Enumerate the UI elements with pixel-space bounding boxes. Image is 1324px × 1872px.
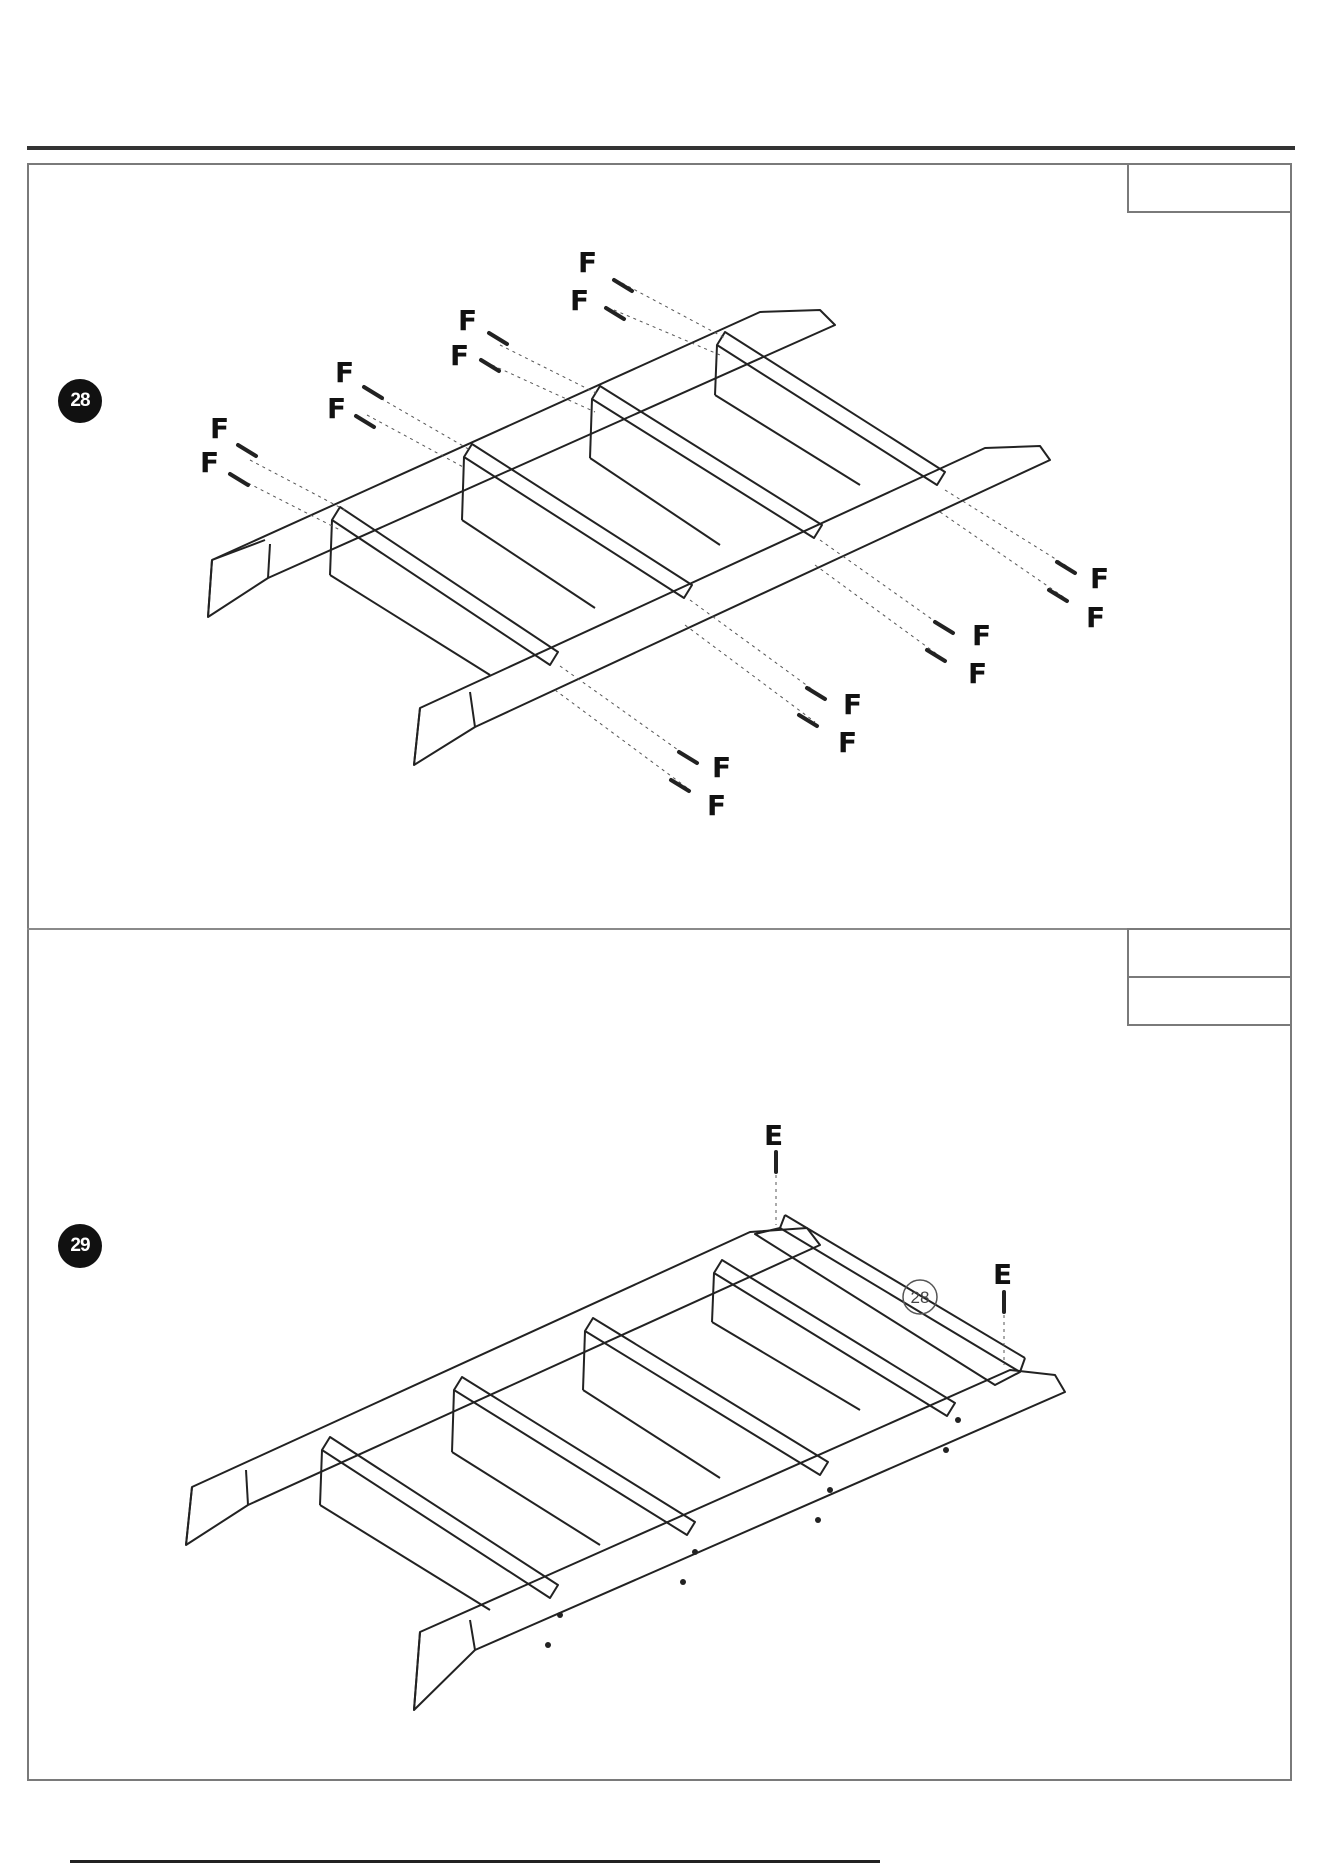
rungs-step-29 xyxy=(320,1260,955,1610)
label-f: F xyxy=(1086,601,1105,634)
label-e: E xyxy=(764,1119,783,1152)
hardware-labels-step-29: E E xyxy=(764,1119,1012,1291)
label-f: F xyxy=(458,304,477,337)
label-f: F xyxy=(712,751,731,784)
rungs-step-28 xyxy=(330,332,945,675)
label-f: F xyxy=(335,356,354,389)
front-rail-29 xyxy=(414,1370,1065,1710)
hardware-labels-step-28: F F F F F F F F F F F F F F F F xyxy=(200,246,1109,822)
label-f: F xyxy=(210,412,229,445)
label-f: F xyxy=(1090,562,1109,595)
label-e: E xyxy=(993,1258,1012,1291)
label-f: F xyxy=(968,657,987,690)
label-f: F xyxy=(200,446,219,479)
label-f: F xyxy=(578,246,597,279)
label-f: F xyxy=(972,619,991,652)
label-f: F xyxy=(838,726,857,759)
label-f: F xyxy=(843,688,862,721)
label-f: F xyxy=(327,392,346,425)
label-f: F xyxy=(570,284,589,317)
label-f: F xyxy=(450,339,469,372)
label-f: F xyxy=(707,789,726,822)
footer-rule xyxy=(70,1860,880,1863)
back-rail xyxy=(208,310,835,617)
step-29-drawing xyxy=(186,1152,1065,1710)
part-ref-28: 28 xyxy=(911,1288,930,1307)
front-rail xyxy=(414,446,1050,765)
